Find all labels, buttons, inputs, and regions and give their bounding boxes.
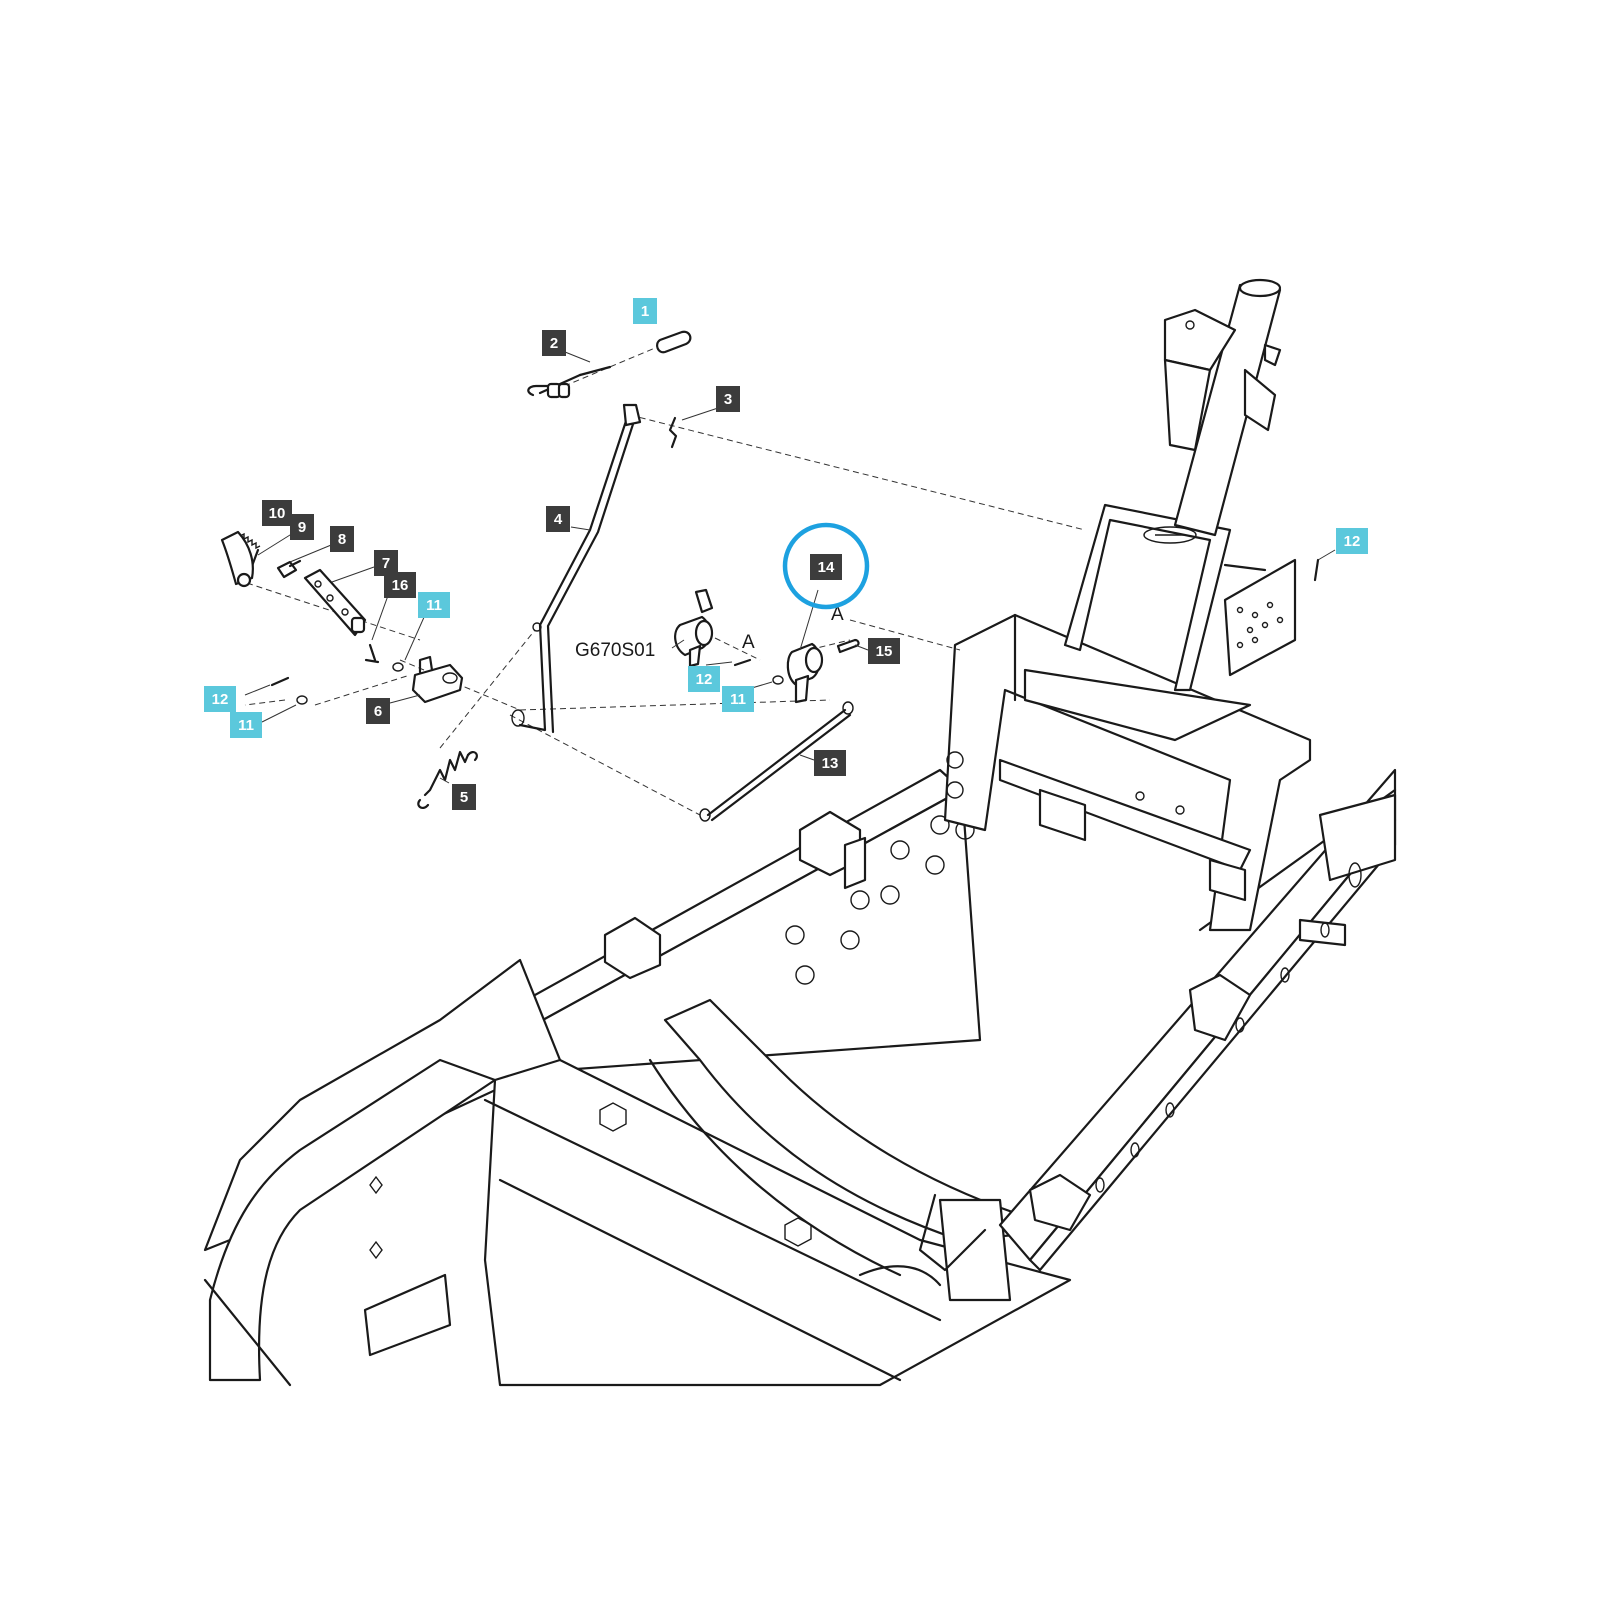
callout-16[interactable]: 16: [384, 572, 416, 598]
callout-3-bg: [716, 386, 740, 412]
callout-11-b-bg: [230, 712, 262, 738]
callout-12-c[interactable]: 12: [1336, 528, 1368, 554]
selection-ring: [782, 522, 870, 610]
callout-7[interactable]: 7: [374, 550, 398, 576]
callout-11-a-bg: [418, 592, 450, 618]
callouts: 1 2 3 4 5 6 7 8 9 10 11 11 11 12 12 12 1…: [204, 298, 1368, 810]
callout-11-a-num: 11: [426, 597, 442, 614]
callout-11-c[interactable]: 11: [722, 686, 754, 712]
callout-3[interactable]: 3: [716, 386, 740, 412]
callout-1-num: 1: [641, 303, 649, 320]
callout-6[interactable]: 6: [366, 698, 390, 724]
callout-14[interactable]: 14: [810, 554, 842, 580]
callout-5[interactable]: 5: [452, 784, 476, 810]
callout-16-num: 16: [392, 577, 409, 594]
callout-10-num: 10: [269, 505, 286, 522]
callout-6-bg: [366, 698, 390, 724]
callout-8[interactable]: 8: [330, 526, 354, 552]
steering-column: [1023, 278, 1297, 742]
callout-7-num: 7: [382, 555, 390, 572]
part-2-lift-lever: [527, 365, 612, 399]
part-1-handle-grip: [656, 330, 692, 354]
callout-9-num: 9: [298, 519, 306, 536]
part-8-bolt: [276, 559, 302, 579]
part-14-bushing-arm: [786, 642, 824, 704]
ref-label-g670s01: G670S01: [575, 640, 655, 661]
callout-15-bg: [868, 638, 900, 664]
callout-4[interactable]: 4: [546, 506, 570, 532]
part-11-washers: [296, 662, 784, 705]
callout-13[interactable]: 13: [814, 750, 846, 776]
callout-12-b[interactable]: 12: [688, 666, 720, 692]
callout-12-a-num: 12: [212, 691, 229, 708]
callout-8-num: 8: [338, 531, 346, 548]
part-5-spring: [417, 750, 478, 809]
callout-13-num: 13: [822, 755, 839, 772]
callout-4-num: 4: [554, 511, 563, 528]
callout-13-bg: [814, 750, 846, 776]
callout-3-num: 3: [724, 391, 732, 408]
callout-1[interactable]: 1: [633, 298, 657, 324]
callout-2-num: 2: [550, 335, 558, 352]
callout-4-bg: [546, 506, 570, 532]
callout-11-c-num: 11: [730, 691, 746, 708]
callout-1-bg: [633, 298, 657, 324]
part-16-clip: [364, 643, 380, 664]
callout-11-b-num: 11: [238, 717, 254, 734]
callout-12-a-bg: [204, 686, 236, 712]
view-marker-a-left: A: [742, 632, 755, 653]
callout-2-bg: [542, 330, 566, 356]
part-g670s01-bushing: [674, 588, 714, 668]
callout-12-b-num: 12: [696, 671, 713, 688]
callout-5-bg: [452, 784, 476, 810]
rail-bolts: [369, 815, 1362, 1260]
view-marker-a-right: A: [831, 604, 844, 625]
callout-9[interactable]: 9: [290, 514, 314, 540]
callout-9-bg: [290, 514, 314, 540]
callout-11-a[interactable]: 11: [418, 592, 450, 618]
callout-8-bg: [330, 526, 354, 552]
callout-12-a[interactable]: 12: [204, 686, 236, 712]
callout-5-num: 5: [460, 789, 468, 806]
part-7-plate: [303, 568, 367, 637]
callout-12-c-num: 12: [1344, 533, 1361, 550]
part-6-pivot-bracket: [411, 655, 464, 704]
callout-15-num: 15: [876, 643, 893, 660]
callout-10-bg: [262, 500, 292, 526]
callout-12-c-bg: [1336, 528, 1368, 554]
chassis-frame: [203, 768, 1397, 1387]
part-3-cotter-pin: [668, 416, 678, 449]
callout-12-b-bg: [688, 666, 720, 692]
callout-6-num: 6: [374, 703, 382, 720]
callout-2[interactable]: 2: [542, 330, 566, 356]
callout-7-bg: [374, 550, 398, 576]
side-plate-holes: [1236, 601, 1284, 649]
callout-14-num: 14: [818, 559, 835, 576]
callout-16-bg: [384, 572, 416, 598]
part-10-quadrant: [220, 530, 261, 588]
callout-11-b[interactable]: 11: [230, 712, 262, 738]
part-13-link-rod: [699, 701, 854, 822]
part-15-pin: [836, 638, 860, 654]
callout-15[interactable]: 15: [868, 638, 900, 664]
part-4-lift-rod: [511, 403, 642, 734]
callout-10[interactable]: 10: [262, 500, 292, 526]
callout-11-c-bg: [722, 686, 754, 712]
part-12-pins: [270, 558, 1320, 687]
callout-14-bg: [810, 554, 842, 580]
